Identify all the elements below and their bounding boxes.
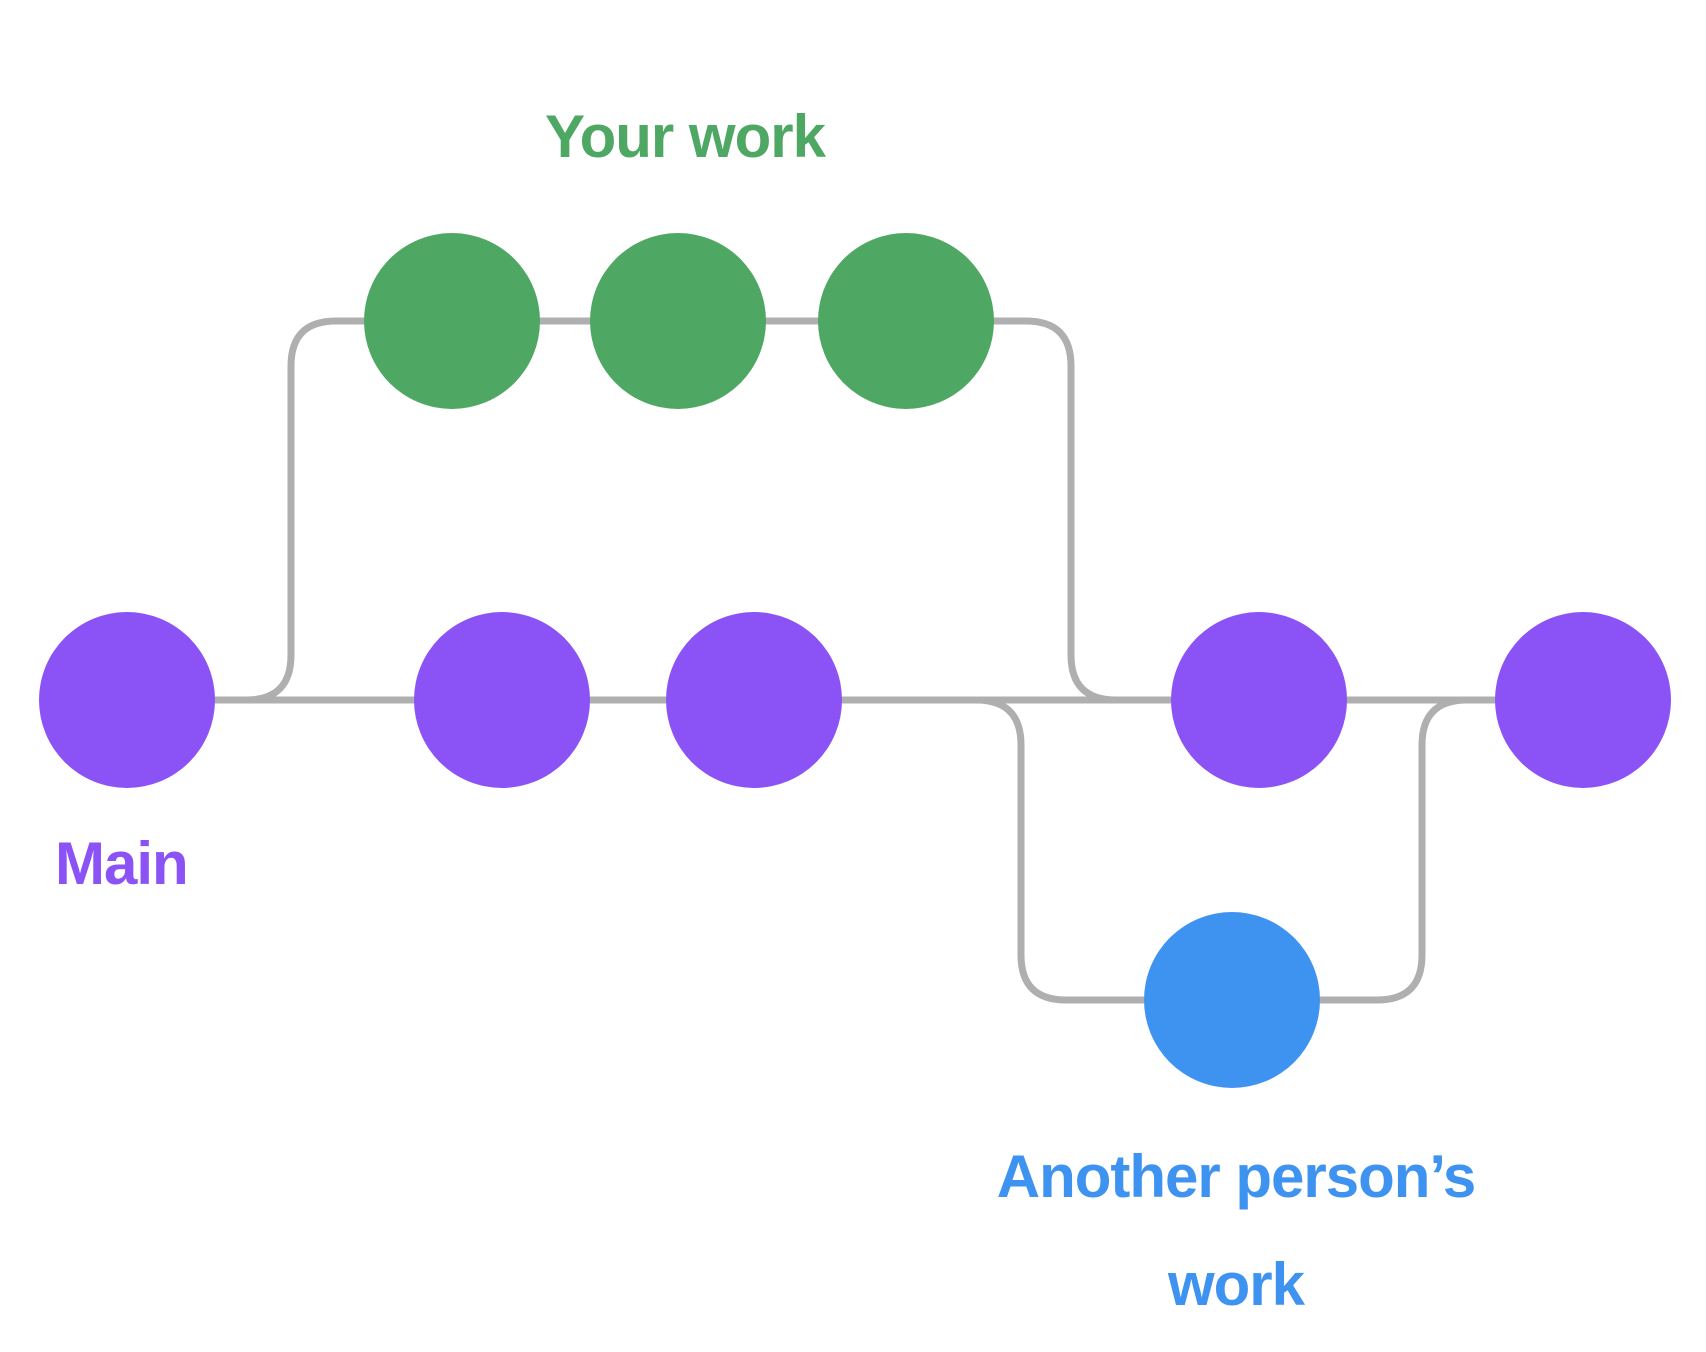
commit-node-main-1 <box>39 612 215 788</box>
another-person-label-line-2: work <box>1167 1251 1305 1318</box>
your-work-commit-nodes <box>364 233 994 409</box>
commit-node-main-2 <box>414 612 590 788</box>
commit-node-your-work-3 <box>818 233 994 409</box>
main-commit-nodes <box>39 612 1671 788</box>
commit-node-main-5 <box>1495 612 1671 788</box>
your-work-label: Your work <box>545 103 826 170</box>
commit-node-your-work-1 <box>364 233 540 409</box>
commit-node-another-person-1 <box>1144 912 1320 1088</box>
commit-node-main-4 <box>1171 612 1347 788</box>
main-label: Main <box>55 830 189 897</box>
commit-node-your-work-2 <box>590 233 766 409</box>
another-person-commit-nodes <box>1144 912 1320 1088</box>
commit-node-main-3 <box>666 612 842 788</box>
another-person-label-line-1: Another person’s <box>996 1143 1477 1210</box>
another-person-label: Another person’s work <box>996 1123 1477 1339</box>
